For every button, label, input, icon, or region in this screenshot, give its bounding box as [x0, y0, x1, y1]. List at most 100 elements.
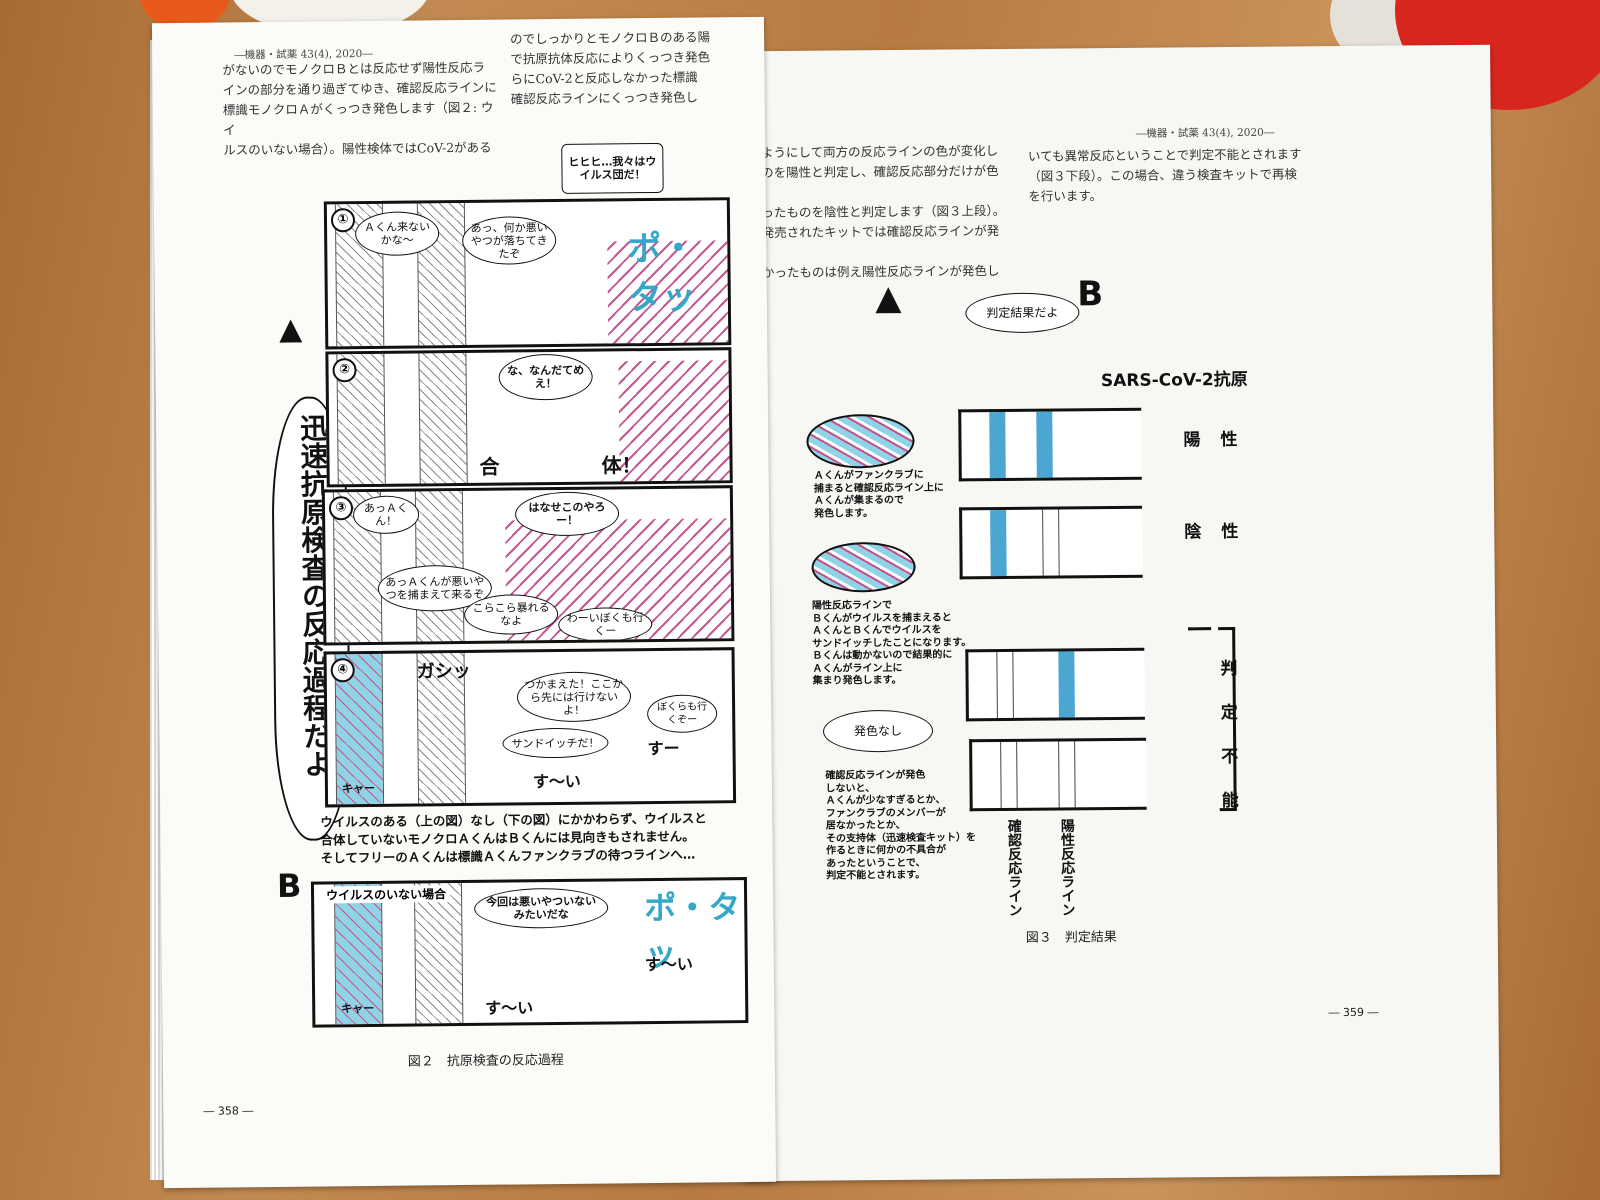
character-a: ▲	[875, 277, 902, 319]
body-line: （図３下段）。この場合、違う検査キットで再検	[1028, 166, 1298, 184]
panel-number: ②	[332, 358, 357, 383]
line-strip	[413, 883, 464, 1024]
positive-line-empty	[1058, 741, 1060, 808]
left-body-col1: がないのでモノクロＢとは反応せず陽性反応ラ インの部分を通り過ぎてゆき、確認反応…	[222, 58, 498, 161]
note-line: Ｂくんは動かないので結果的に	[812, 649, 953, 662]
body-line: このようにして両方の反応ラインの色が変化し	[735, 143, 999, 161]
positive-line-empty	[1058, 509, 1060, 576]
sfx-pota: ポ・タッ	[627, 228, 697, 319]
note-a: Ａくんがファンクラブに 捕まると確認反応ライン上に Ａくんが集まるので 発色しま…	[814, 470, 944, 521]
label-positive-line: 陽性反応ライン	[1058, 818, 1076, 917]
no-color-bubble: 発色なし	[822, 709, 934, 753]
sfx-suui: す～い	[532, 771, 581, 792]
body-line: らにCoV-2と反応しなかった標識	[510, 69, 698, 87]
body-line: を行います。	[1028, 188, 1103, 204]
confirm-line-empty	[1000, 742, 1002, 809]
result-char: 不	[1221, 746, 1239, 768]
sfx-suui: す～い	[485, 998, 534, 1018]
comic-panel-3: ③ あっＡくん！ はなせこのやろー！ あっＡくんが悪いやつを捕まえて来るぞ こら…	[321, 485, 735, 646]
test-strip-positive	[958, 407, 1142, 482]
result-undeterminable: 判 定 不 能	[1220, 647, 1239, 823]
positive-line-empty	[1042, 509, 1044, 576]
antigen-ellipse-b	[811, 541, 916, 593]
confirm-line-empty	[996, 652, 998, 719]
confirm-line	[989, 411, 1006, 479]
body-line: 今回発売されたキットでは確認反応ラインが発色	[736, 223, 1000, 260]
confirm-line	[990, 509, 1007, 577]
note-line: 捕まると確認反応ライン上に	[813, 482, 944, 495]
page-number-right: ― 359 ―	[1328, 1005, 1379, 1020]
speech-bubble-result: 判定結果だよ	[965, 292, 1080, 334]
sfx-kya: キャー	[341, 781, 376, 796]
speech-bubble: サンドイッチだ！	[502, 727, 609, 759]
positive-line-empty	[1074, 741, 1076, 808]
character-a-left: ▲	[278, 311, 303, 347]
page-number-left: ― 358 ―	[203, 1104, 254, 1118]
speech-bubble: あっＡくん！	[352, 495, 420, 535]
figure-2-caption: 図２ 抗原検査の反応過程	[407, 1052, 564, 1070]
result-negative: 陰性	[1184, 521, 1259, 543]
speech-bubble: ぼくらも行くぞー	[646, 694, 718, 734]
result-char: 判	[1220, 658, 1238, 680]
sfx-gashi: ガシッ	[416, 660, 471, 683]
sfx-kya: キャー	[341, 1001, 375, 1016]
antigen-ellipse-a	[806, 413, 915, 469]
test-strip-invalid-1	[965, 647, 1145, 722]
caption-line: そしてフリーのＡくんは標識Ａくんファンクラブの待つラインへ…	[320, 846, 696, 866]
line-strip	[418, 352, 468, 484]
panel-number: ④	[330, 658, 355, 683]
character-b-left: B	[276, 866, 302, 905]
panel-number: ①	[330, 208, 356, 233]
right-body-right: いても異常反応ということで判定不能とされます （図３下段）。この場合、違う検査キ…	[1028, 144, 1309, 206]
speech-bubble: 今回は悪いやついないみたいだな	[473, 887, 609, 929]
speech-bubble: な、なんだてめえ！	[498, 353, 593, 401]
diagram-title: SARS-CoV-2抗原	[1100, 369, 1248, 392]
result-positive: 陽性	[1183, 429, 1258, 451]
sfx-suu: すー	[647, 738, 680, 759]
character-b: B	[1077, 274, 1104, 315]
result-char: 定	[1220, 702, 1238, 724]
sfx-suui: す～い	[644, 954, 693, 975]
comic-panel-no-virus: ウイルスのいない場合 今回は悪いやついないみたいだな ポ・タッ す～い す～い …	[310, 877, 749, 1028]
right-page: ―機器・試薬 43(4), 2020― このようにして両方の反応ラインの色が変化…	[735, 44, 1500, 1182]
note-line: Ｂくんがウイルスを捕まえると	[811, 611, 952, 625]
body-line: しなかったものは例え陽性反応ラインが発色して	[736, 263, 1000, 300]
note-line: その支持体（迅速検査キット）を	[825, 831, 976, 845]
label-confirm-line: 確認反応ライン	[1005, 818, 1023, 917]
body-line: 変わったものを陰性と判定します（図３上段）。	[736, 202, 1006, 221]
body-line: 確認反応ラインにくっつき発色し	[510, 89, 699, 107]
comic-panel-1: ① Ａくん来ないかな～ あっ、何か悪いやつが落ちてきたぞ ポ・タッ	[323, 197, 732, 350]
panel-number: ③	[328, 496, 354, 521]
sfx-gattai-left: 合	[479, 454, 500, 479]
comic-panel-2: ② な、なんだてめえ！ 合 体！	[325, 347, 733, 488]
test-strip-negative	[959, 505, 1143, 580]
comic-caption: ウイルスのある（上の図）なし（下の図）にかかわらず、ウイルスと 合体していないモ…	[320, 809, 751, 867]
note-line: 集まり発色します。	[812, 674, 902, 687]
note-line: Ａくんが集まるので	[813, 494, 905, 507]
speech-bubble: わーいぼくも行くー	[558, 607, 653, 643]
left-body-col2: のでしっかりとモノクロＢのある陽 で抗原抗体反応によりくっつき発色 らにCoV-…	[510, 27, 761, 110]
panel-label: ウイルスのいない場合	[321, 885, 451, 904]
note-c: 確認反応ラインが発色 しないと、 Ａくんが少なすぎるとか、 ファンクラブのメンバ…	[825, 769, 976, 883]
body-line: 標識モノクロＡがくっつき発色します（図２: ウイ	[222, 99, 494, 138]
body-line: たものを陽性と判定し、確認反応部分だけが色の	[736, 163, 999, 200]
positive-line	[1058, 651, 1075, 718]
body-line: ルスのいない場合）。陽性検体ではCoV-2がある	[223, 139, 492, 158]
sfx-gattai-right: 体！	[601, 453, 642, 478]
bracket-top	[1188, 627, 1212, 631]
right-header: ―機器・試薬 43(4), 2020―	[1135, 126, 1275, 140]
confirm-line-empty	[1016, 741, 1018, 808]
body-line: いても異常反応ということで判定不能とされます	[1027, 146, 1302, 164]
note-b: 陽性反応ラインで Ｂくんがウイルスを捕まえると ＡくんとＢくんでウイルスを サン…	[812, 599, 972, 688]
body-line: のでしっかりとモノクロＢのある陽	[510, 29, 711, 47]
speech-bubble-virus: ヒヒヒ…我々はウイルス団だ！	[561, 142, 664, 194]
right-body-left: このようにして両方の反応ラインの色が変化し たものを陽性と判定し、確認反応部分だ…	[736, 141, 1007, 303]
left-page: ―機器・試薬 43(4), 2020― がないのでモノクロＢとは反応せず陽性反応…	[151, 16, 777, 1189]
note-line: Ａくんがファンクラブに	[813, 469, 924, 482]
figure-3-caption: 図３ 判定結果	[1025, 930, 1117, 946]
body-line: で抗原抗体反応によりくっつき発色	[510, 49, 711, 67]
test-strip-invalid-2	[969, 737, 1147, 812]
note-line: 発色します。	[814, 507, 874, 520]
confirm-line-empty	[1012, 651, 1014, 718]
note-line: 判定不能とされます。	[826, 869, 926, 882]
